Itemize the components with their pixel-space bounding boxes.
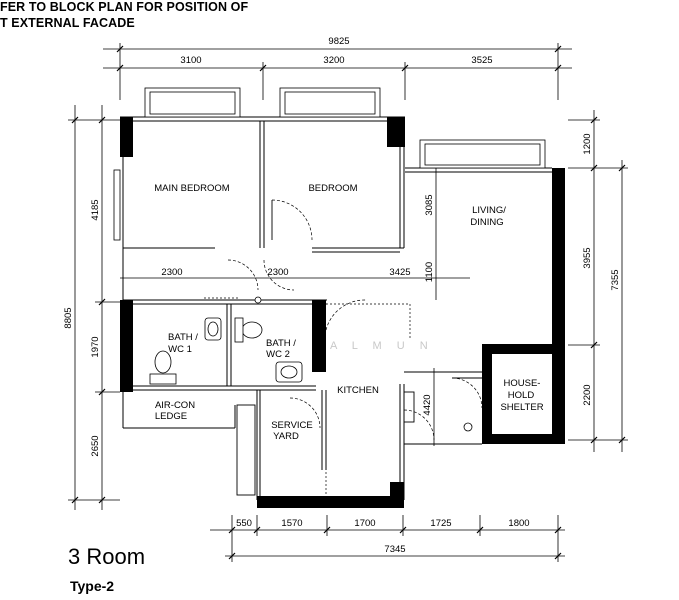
dimension-lines	[68, 43, 628, 562]
room-shelter-line-1: HOUSE-	[504, 378, 541, 389]
room-bath1-line-1: BATH /	[168, 332, 198, 343]
dim-inner-2: 1100	[424, 262, 435, 282]
room-living-line-1: LIVING/	[472, 205, 506, 216]
room-living-line-2: DINING	[470, 217, 503, 228]
room-kitchen: KITCHEN	[337, 385, 379, 396]
dim-right-2: 3955	[582, 247, 593, 268]
dim-top-1: 3100	[180, 55, 201, 66]
room-shelter-line-3: SHELTER	[500, 402, 543, 413]
dim-top-3: 3525	[471, 55, 492, 66]
dim-left-total: 8805	[63, 307, 74, 328]
dim-right-total: 7355	[610, 269, 621, 290]
windows	[113, 87, 546, 241]
dim-bottom-total: 7345	[384, 544, 405, 555]
dim-bottom-5: 1800	[508, 518, 529, 529]
door-swings	[227, 199, 483, 441]
dim-left-1: 4185	[90, 199, 101, 220]
room-shelter-line-2: HOLD	[508, 390, 535, 401]
dim-bottom-2: 1570	[281, 518, 302, 529]
dim-top-2: 3200	[323, 55, 344, 66]
dim-mid-2: 2300	[267, 267, 288, 278]
watermark: A L M U N	[330, 340, 434, 352]
room-aircon-line-1: AIR-CON	[155, 400, 195, 411]
dim-inner-3: 4420	[422, 394, 433, 415]
room-bedroom: BEDROOM	[308, 183, 357, 194]
dim-right-3: 2200	[582, 384, 593, 405]
fixture-lines	[133, 297, 411, 496]
plan-subtitle: Type-2	[70, 578, 115, 594]
dim-mid-3: 3425	[389, 267, 410, 278]
fixtures	[149, 296, 473, 432]
dim-mid-1: 2300	[161, 267, 182, 278]
plan-title: 3 Room	[68, 544, 146, 569]
room-bath1-line-2: WC 1	[168, 344, 192, 355]
dim-left-3: 2650	[90, 435, 101, 456]
dim-right-1: 1200	[582, 133, 593, 154]
room-aircon-line-2: LEDGE	[155, 411, 187, 422]
dimension-ticks	[71, 45, 626, 560]
room-bath2-line-1: BATH /	[266, 338, 296, 349]
dim-bottom-1: 550	[236, 518, 252, 529]
room-bath2-line-2: WC 2	[266, 349, 290, 360]
header-line-1: FER TO BLOCK PLAN FOR POSITION OF	[0, 0, 249, 14]
dim-inner-1: 3085	[424, 194, 435, 215]
header-line-2: T EXTERNAL FACADE	[0, 16, 135, 30]
dim-bottom-4: 1725	[430, 518, 451, 529]
structural-walls	[120, 117, 565, 508]
room-service-line-1: SERVICE	[271, 420, 313, 431]
dim-bottom-3: 1700	[354, 518, 375, 529]
dim-top-total: 9825	[328, 36, 349, 47]
door-leaves	[236, 200, 482, 496]
room-service-line-2: YARD	[273, 431, 299, 442]
room-main-bedroom: MAIN BEDROOM	[154, 183, 230, 194]
dim-left-2: 1970	[90, 336, 101, 357]
